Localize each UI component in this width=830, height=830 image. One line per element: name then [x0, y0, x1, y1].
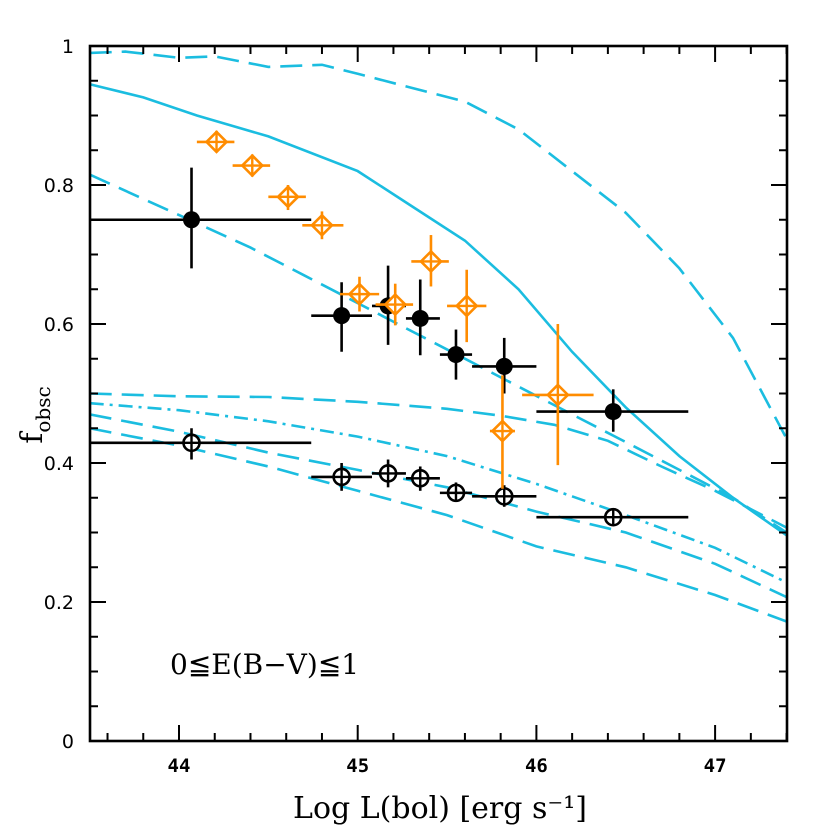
data-point	[196, 130, 235, 154]
data-point	[268, 184, 306, 211]
tick-labels: 44 45 46 47 0 0.2 0.4 0.6 0.8 1	[44, 36, 727, 777]
data-point	[536, 507, 689, 527]
filled-circle-marker	[183, 211, 201, 229]
y-tick-label: 1	[62, 36, 74, 58]
y-axis-title-main: f	[15, 431, 50, 444]
data-point	[232, 153, 271, 178]
model-curve-dashed	[90, 413, 787, 599]
extinction-range-annotation: 0≦E(B−V)≦1	[170, 648, 359, 681]
data-point	[302, 211, 344, 240]
y-tick-label: 0.6	[44, 314, 74, 336]
y-tick-label: 0.2	[44, 592, 74, 614]
data-point	[375, 283, 414, 326]
x-tick-label: 45	[346, 755, 369, 777]
data-point	[536, 389, 689, 432]
data-point	[522, 324, 594, 466]
data-point	[489, 375, 515, 489]
data-point	[472, 337, 537, 394]
data-point	[411, 235, 449, 287]
data-point	[339, 276, 380, 312]
axis-ticks	[90, 46, 788, 741]
model-curve-dashed	[90, 392, 787, 529]
filled-circle-marker	[604, 403, 622, 421]
y-axis-title: fobsc	[15, 386, 55, 443]
data-point	[89, 428, 312, 460]
x-tick-label: 44	[168, 755, 191, 777]
plot-frame	[88, 44, 789, 743]
model-curve-solid	[90, 82, 787, 537]
x-tick-label: 47	[704, 755, 727, 777]
model-curve-dash-dot	[90, 401, 787, 584]
x-axis-title: Log L(bol) [erg s⁻¹]	[293, 791, 587, 826]
data-point	[89, 167, 312, 269]
filled-circle-marker	[333, 307, 351, 325]
data-point	[371, 459, 406, 488]
y-tick-label: 0	[62, 731, 74, 753]
data-point	[311, 463, 372, 491]
plot-axes	[88, 44, 789, 743]
data-point	[439, 482, 473, 503]
y-tick-label: 0.4	[44, 453, 74, 475]
model-curve-dashed	[90, 50, 787, 440]
data-point	[405, 466, 440, 491]
data-points	[89, 130, 689, 527]
model-curves	[90, 50, 787, 623]
data-point	[472, 485, 537, 507]
y-axis-title-sub: obsc	[31, 386, 55, 432]
data-point	[447, 269, 487, 343]
filled-circle-marker	[411, 309, 429, 327]
model-curve-dashed	[90, 173, 787, 534]
filled-circle-marker	[495, 357, 513, 375]
data-point	[311, 282, 372, 352]
svg-text:fobsc: fobsc	[15, 386, 55, 443]
filled-circle-marker	[447, 346, 465, 364]
data-point	[439, 329, 473, 380]
x-tick-label: 46	[525, 755, 548, 777]
data-point	[405, 279, 440, 356]
model-curve-dashed	[90, 427, 787, 623]
y-tick-label: 0.8	[44, 175, 74, 197]
